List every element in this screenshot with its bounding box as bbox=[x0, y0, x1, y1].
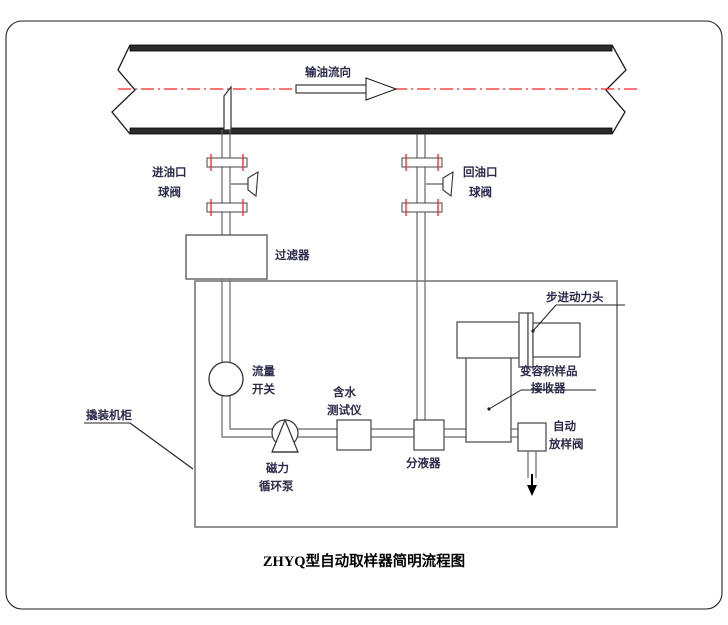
flow-arrow-label: 输油流向 bbox=[305, 65, 351, 79]
separator-box bbox=[413, 419, 445, 451]
pump-suction-line-inner bbox=[229, 396, 272, 430]
skid-cabinet-leader bbox=[129, 422, 194, 470]
stepper-head-leader-dot bbox=[531, 329, 535, 333]
sample-receiver-leader-dot bbox=[487, 407, 491, 411]
water-tester-label-line2: 测试仪 bbox=[327, 403, 362, 417]
inlet-flange-upper bbox=[206, 154, 248, 171]
flow-switch-label-line2: 开关 bbox=[252, 382, 275, 396]
inlet-valve-label-line2: 球阀 bbox=[158, 185, 181, 199]
separator-label: 分液器 bbox=[406, 456, 441, 470]
magnetic-pump-label-line1: 磁力 bbox=[266, 461, 289, 475]
flow-direction-arrow bbox=[295, 77, 398, 101]
pipe-break-right bbox=[605, 44, 627, 135]
receiver-flange-plate2 bbox=[527, 312, 534, 368]
magnetic-pump-symbol bbox=[271, 418, 299, 453]
sample-receiver-label-line2: 接收器 bbox=[531, 381, 566, 395]
inlet-valve-label-line1: 进油口 bbox=[152, 165, 187, 179]
pipe-bottom-wall bbox=[130, 128, 612, 134]
skid-cabinet-box bbox=[194, 280, 618, 528]
stepper-motor-body bbox=[532, 322, 581, 358]
inlet-valve-handle bbox=[231, 170, 259, 198]
water-content-tester-box bbox=[336, 419, 372, 451]
filter-box bbox=[185, 234, 268, 280]
return-flange-lower bbox=[401, 199, 443, 216]
pipe-bottom-wall-outline bbox=[129, 127, 613, 135]
pipe-top-wall-outline bbox=[129, 44, 613, 52]
sample-receiver-label-line1: 变容积样品 bbox=[520, 364, 578, 378]
diagram-title: ZHYQ型自动取样器简明流程图 bbox=[263, 552, 465, 570]
return-flange-upper bbox=[401, 154, 443, 171]
pump-suction-line-outer bbox=[221, 396, 272, 438]
auto-valve-label-line1: 自动 bbox=[553, 419, 576, 433]
receiver-flange-plate bbox=[518, 312, 529, 368]
flow-switch-symbol bbox=[208, 361, 244, 397]
sample-receiver-leader bbox=[488, 389, 522, 410]
flow-switch-label-line1: 流量 bbox=[252, 364, 275, 378]
sampling-probe bbox=[223, 85, 232, 131]
outer-frame bbox=[5, 20, 723, 610]
pipe-top-wall bbox=[130, 45, 612, 51]
return-valve-label-line2: 球阀 bbox=[469, 185, 492, 199]
inlet-flange-lower bbox=[206, 199, 248, 216]
auto-sampling-valve-box bbox=[517, 422, 547, 452]
drain-arrow bbox=[527, 474, 537, 496]
pipe-break-left bbox=[111, 44, 136, 135]
auto-valve-label-line2: 放样阀 bbox=[548, 437, 584, 451]
stepper-head-leader bbox=[532, 304, 557, 332]
sample-receiver-cylinder bbox=[456, 321, 520, 359]
filter-label: 过滤器 bbox=[275, 248, 310, 262]
skid-cabinet-label: 撬装机柜 bbox=[86, 408, 132, 422]
magnetic-pump-label-line2: 循环泵 bbox=[258, 479, 294, 493]
water-tester-label-line1: 含水 bbox=[332, 385, 356, 399]
stepper-head-label: 步进动力头 bbox=[546, 290, 604, 304]
return-valve-handle bbox=[426, 170, 454, 198]
return-valve-label-line1: 回油口 bbox=[463, 165, 498, 179]
sample-receiver-body bbox=[465, 341, 512, 443]
